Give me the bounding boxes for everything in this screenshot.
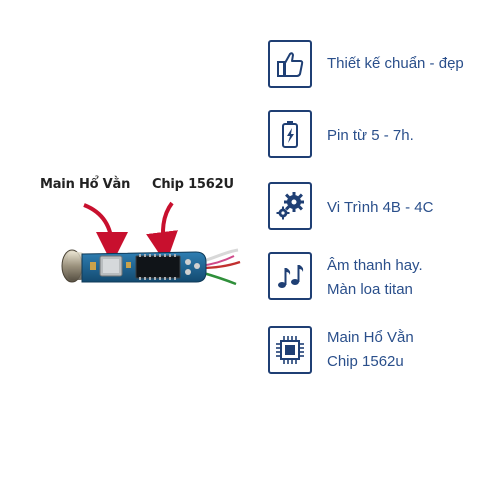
feature-sound-text: Âm thanh hay. Màn loa titan xyxy=(327,254,423,302)
gears-icon xyxy=(268,182,312,230)
feature-line: Âm thanh hay. xyxy=(327,257,423,274)
arrow-main xyxy=(83,203,128,264)
feature-line: Chip 1562u xyxy=(327,353,404,370)
feature-chip: Main Hổ Vằn Chip 1562u xyxy=(268,322,500,378)
music-notes-icon xyxy=(268,252,312,300)
callout-main-label: Main Hổ Vằn xyxy=(40,177,131,192)
feature-battery-text: Pin từ 5 - 7h. xyxy=(327,124,414,148)
feature-firmware-text: Vi Trình 4B - 4C xyxy=(327,196,433,220)
feature-battery: Pin từ 5 - 7h. xyxy=(268,110,500,162)
thumbs-up-icon xyxy=(268,40,312,88)
feature-line: Thiết kế chuẩn - đẹp xyxy=(327,55,464,72)
feature-design: Thiết kế chuẩn - đẹp xyxy=(268,40,500,92)
feature-chip-text: Main Hổ Vằn Chip 1562u xyxy=(327,326,414,374)
battery-charging-icon xyxy=(268,110,312,158)
cpu-chip-icon xyxy=(268,326,312,374)
pcb-illustration xyxy=(61,201,241,286)
feature-firmware: Vi Trình 4B - 4C xyxy=(268,182,500,234)
callout-chip-label: Chip 1562U xyxy=(152,177,234,192)
feature-line: Màn loa titan xyxy=(327,281,413,298)
feature-line: Vi Trình 4B - 4C xyxy=(327,199,434,216)
product-photo: Main Hổ Vằn Chip 1562U xyxy=(40,177,241,286)
arrow-chip xyxy=(146,201,178,264)
feature-design-text: Thiết kế chuẩn - đẹp xyxy=(327,52,464,76)
feature-sound: Âm thanh hay. Màn loa titan xyxy=(268,252,500,308)
feature-line: Main Hổ Vằn xyxy=(327,329,414,346)
feature-line: Pin từ 5 - 7h. xyxy=(327,127,414,144)
